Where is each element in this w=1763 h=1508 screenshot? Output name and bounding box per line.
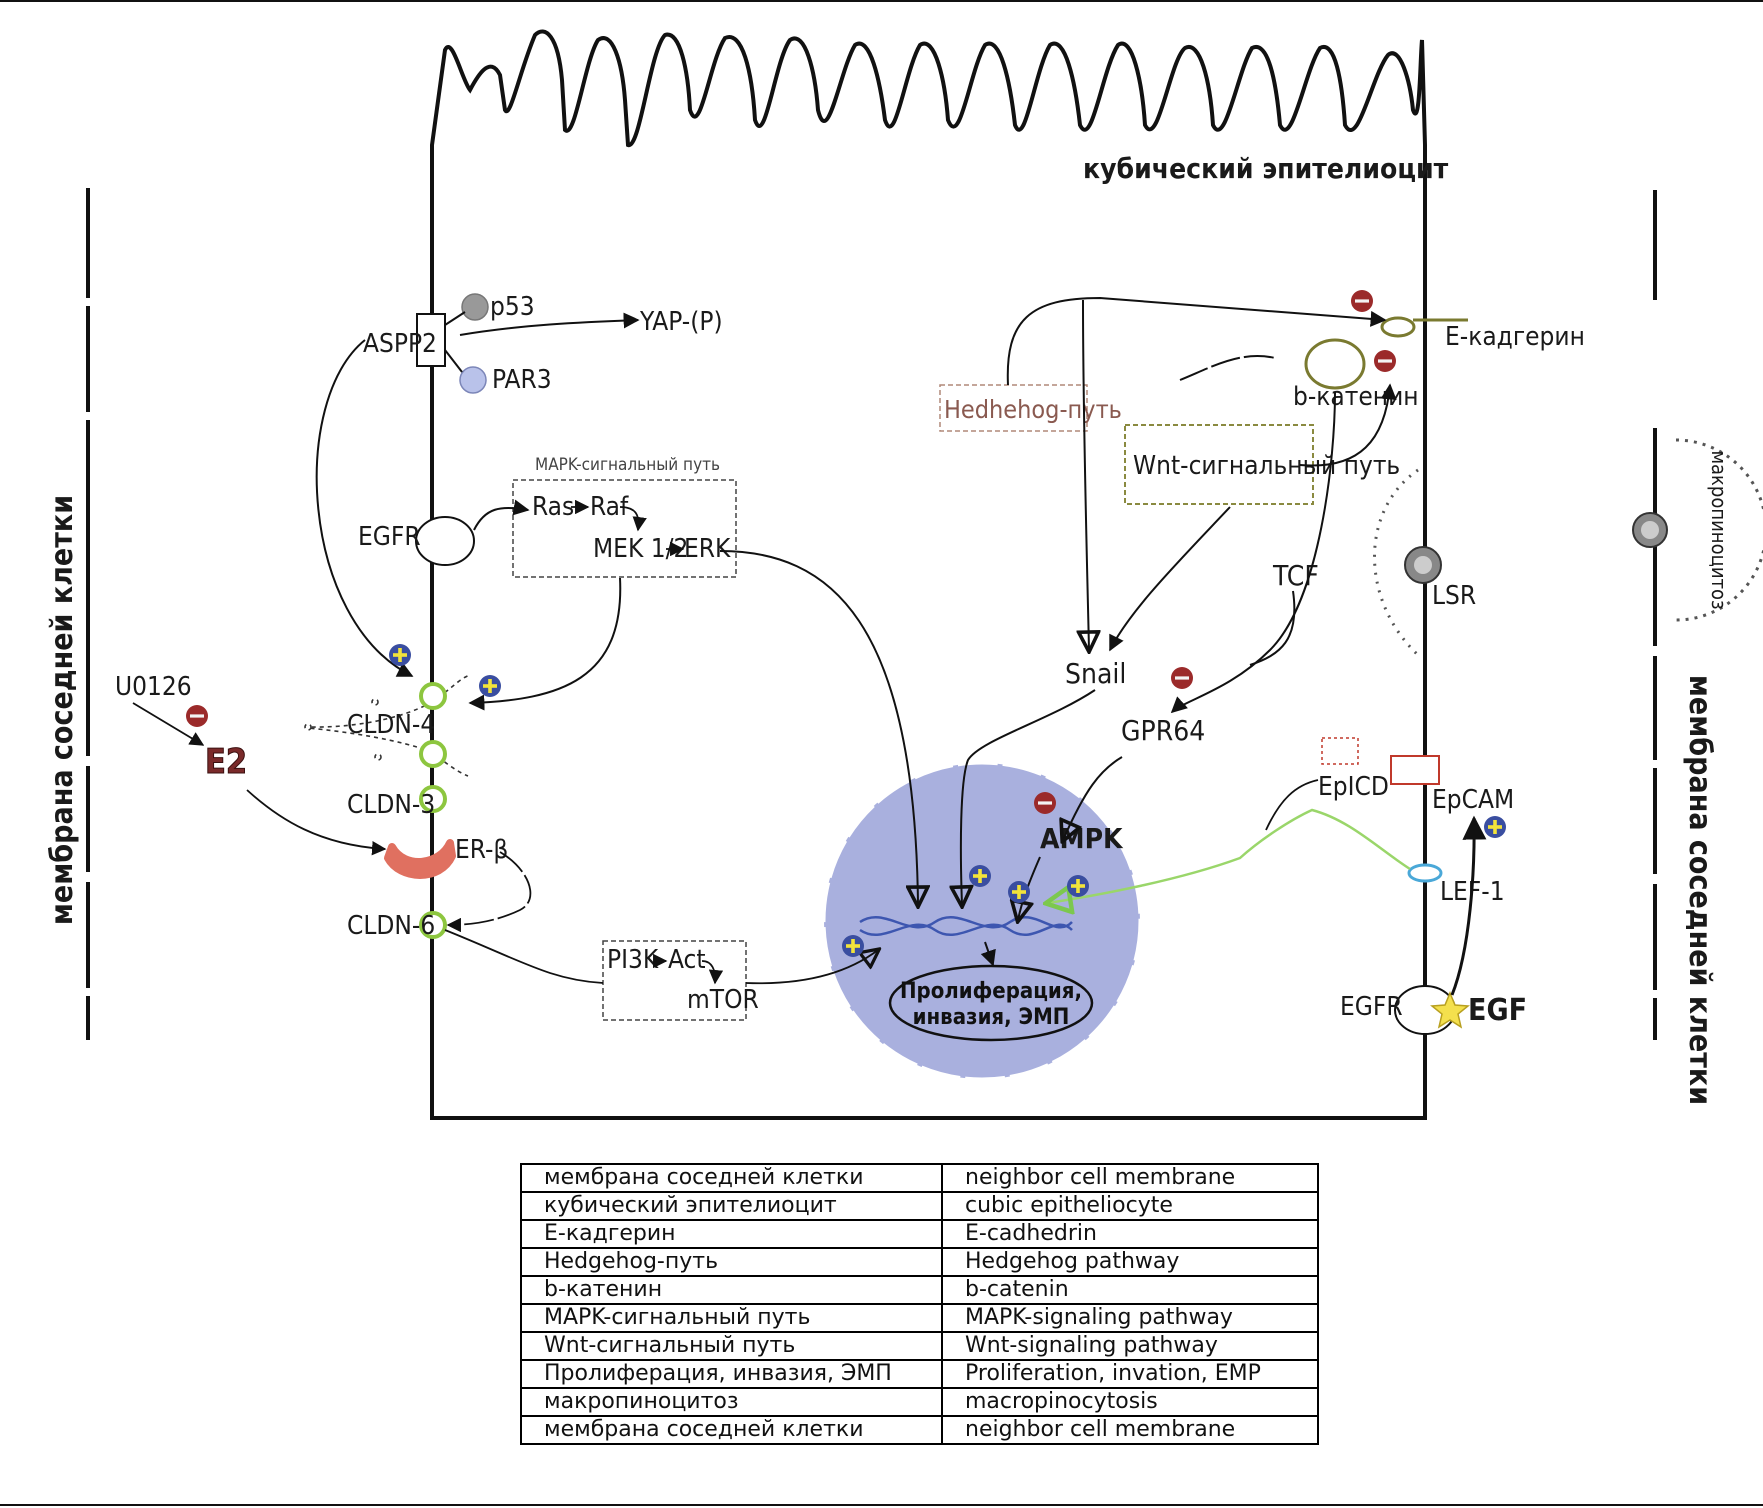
egfr-left-receptor: [415, 516, 475, 566]
hedgehog-label: Hedhehog-путь: [944, 395, 1122, 424]
legend-ru-term: Пролиферация, инвазия, ЭМП: [520, 1359, 943, 1389]
cldn4-dotted-lines: [304, 674, 471, 777]
proliferation-line2: инвазия, ЭМП: [913, 1005, 1070, 1030]
b-catenin-label: b-катенин: [1293, 382, 1419, 412]
p53-label: p53: [490, 292, 535, 322]
wnt-label: Wnt-сигнальный путь: [1133, 451, 1400, 481]
legend-en-term: E-cadhedrin: [941, 1219, 1319, 1249]
ras-label: Ras: [532, 492, 574, 522]
egfr-right-label: EGFR: [1340, 992, 1403, 1022]
legend-en-term: Proliferation, invation, EMP: [941, 1359, 1319, 1389]
legend-ru-term: MAPK-сигнальный путь: [520, 1303, 943, 1333]
epicd-box: [1321, 737, 1359, 765]
gpr64-label: GPR64: [1121, 714, 1205, 747]
cldn3-label: CLDN-3: [347, 790, 435, 820]
macropinocytosis-label: макропиноцитоз: [1707, 450, 1731, 609]
cldn4-upper-ring: [419, 682, 447, 710]
snail-label: Snail: [1065, 657, 1126, 690]
proliferation-line1: Пролиферация,: [900, 979, 1082, 1004]
cell-title: кубический эпителиоцит: [1083, 152, 1449, 185]
cldn6-ring: [419, 911, 447, 939]
epicd-label: EpICD: [1318, 772, 1389, 802]
u0126-label: U0126: [115, 672, 192, 702]
legend-ru-term: Wnt-сигнальный путь: [520, 1331, 943, 1361]
legend-ru-term: Hedgehog-путь: [520, 1247, 943, 1277]
egfr-left-label: EGFR: [358, 522, 421, 552]
legend-en-term: Wnt-signaling pathway: [941, 1331, 1319, 1361]
e-cadherin-label: E-кадгерин: [1445, 322, 1585, 352]
erk-label: ERK: [684, 534, 731, 564]
par3-molecule: [459, 366, 487, 394]
cubic-epitheliocyte-cell: [430, 29, 1427, 1120]
legend-en-term: cubic epitheliocyte: [941, 1191, 1319, 1221]
egf-label: EGF: [1468, 993, 1527, 1028]
cldn4-lower-ring: [419, 740, 447, 768]
tcf-label: TCF: [1272, 559, 1319, 592]
legend-en-term: neighbor cell membrane: [941, 1163, 1319, 1193]
legend-en-term: macropinocytosis: [941, 1387, 1319, 1417]
b-catenin-molecule: [1304, 338, 1366, 390]
left-neighbor-label: мембрана соседней клетки: [45, 495, 80, 925]
legend-ru-term: макропиноцитоз: [520, 1387, 943, 1417]
pi3k-label: PI3K: [607, 945, 659, 975]
e2-label: E2: [205, 742, 247, 782]
cldn3-ring: [419, 785, 447, 813]
epcam-box: [1390, 755, 1440, 785]
mapk-title: MAPK-сигнальный путь: [535, 455, 720, 475]
ampk-label: AMPK: [1040, 822, 1124, 855]
aspp2-box: [416, 313, 446, 367]
egf-star-icon: [1430, 991, 1470, 1029]
wnt-box: [1124, 424, 1314, 505]
cldn4-label: CLDN-4: [347, 710, 435, 740]
bottom-rule: [0, 1504, 1763, 1506]
lsr-label: LSR: [1432, 581, 1476, 611]
act-label: Act: [668, 945, 706, 975]
nucleus: [822, 761, 1142, 1081]
legend-ru-term: кубический эпителиоцит: [520, 1191, 943, 1221]
lef1-receptor: [1407, 863, 1443, 883]
p53-molecule: [461, 293, 489, 321]
legend-ru-term: мембрана соседней клетки: [520, 1415, 943, 1445]
er-beta-label: ER-β: [455, 835, 508, 865]
cldn6-label: CLDN-6: [347, 911, 435, 941]
right-neighbor-label: мембрана соседней клетки: [1682, 675, 1717, 1105]
epcam-label: EpCAM: [1432, 785, 1514, 815]
top-rule: [0, 0, 1763, 2]
er-beta-receptor: [384, 839, 456, 879]
legend-en-term: Hedgehog pathway: [941, 1247, 1319, 1277]
mtor-label: mTOR: [687, 985, 759, 1015]
hedgehog-box: [939, 384, 1088, 432]
legend-en-term: neighbor cell membrane: [941, 1415, 1319, 1445]
pi3k-pathway-box: [602, 940, 747, 1021]
legend-ru-term: мембрана соседней клетки: [520, 1163, 943, 1193]
e-cadherin-receptor: [1380, 316, 1416, 338]
lsr-vesicle: [1373, 468, 1442, 657]
cell-signaling-diagram: мембрана соседней клетки мембрана соседн…: [45, 29, 1763, 1120]
legend-en-term: MAPK-signaling pathway: [941, 1303, 1319, 1333]
aspp2-label: ASPP2: [363, 329, 437, 359]
par3-label: PAR3: [492, 365, 552, 395]
legend-ru-term: b-катенин: [520, 1275, 943, 1305]
legend-en-term: b-catenin: [941, 1275, 1319, 1305]
yap-label: YAP-(P): [639, 307, 723, 337]
macropinocytosis-vesicle: [1632, 438, 1763, 622]
legend-ru-term: Е-кадгерин: [520, 1219, 943, 1249]
